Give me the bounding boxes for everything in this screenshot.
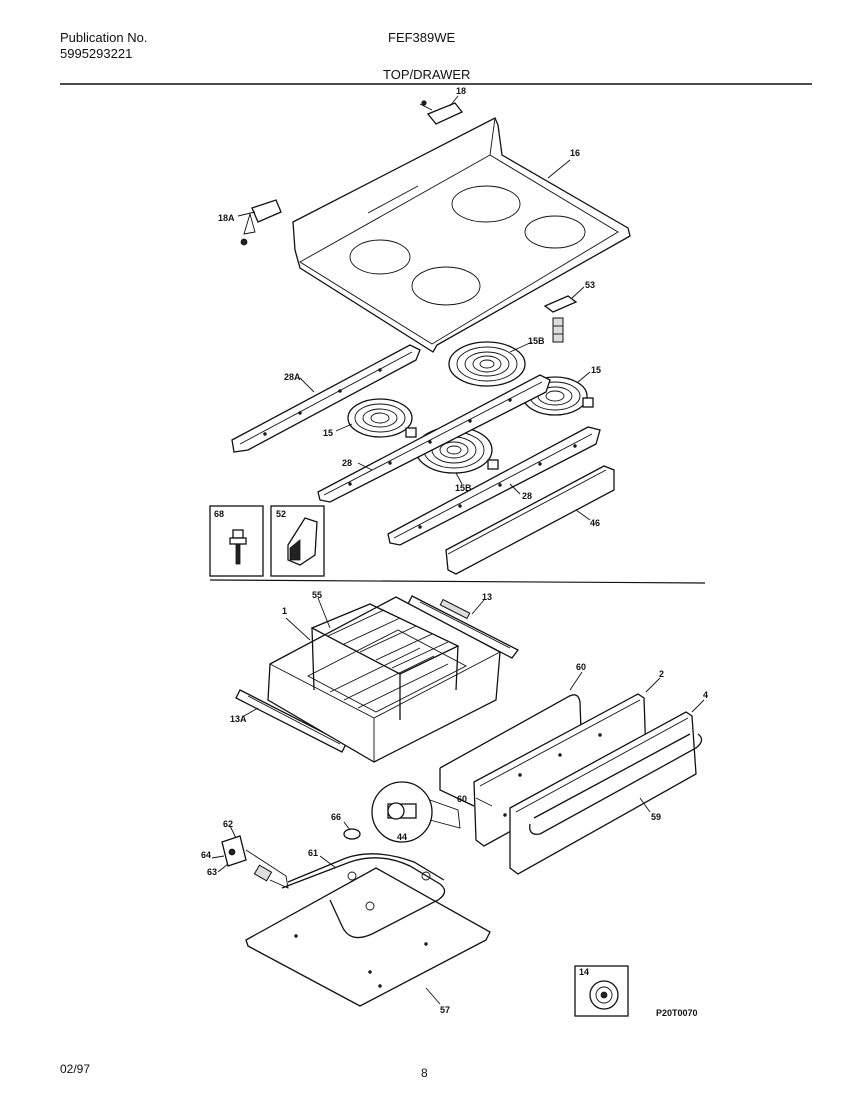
callout-53: 53 bbox=[585, 280, 595, 290]
drawer-bottom-57 bbox=[245, 867, 491, 1007]
callout-62: 62 bbox=[223, 819, 233, 829]
callout-15-right: 15 bbox=[591, 365, 601, 375]
callout-60-top: 60 bbox=[576, 662, 586, 672]
page-number: 8 bbox=[421, 1066, 428, 1080]
callout-55: 55 bbox=[312, 590, 322, 600]
section-title: TOP/DRAWER bbox=[383, 67, 471, 82]
inset-68-box bbox=[209, 505, 264, 577]
callout-28a: 28A bbox=[284, 372, 301, 382]
drawing-code: P20T0070 bbox=[656, 1008, 698, 1018]
cooktop-assembly bbox=[292, 117, 631, 353]
drawer-slide-13 bbox=[407, 595, 519, 659]
bracket-18 bbox=[419, 100, 464, 125]
callout-46: 46 bbox=[590, 518, 600, 528]
foot-14 bbox=[589, 980, 619, 1010]
surface-element-15-left bbox=[347, 398, 417, 438]
callout-63: 63 bbox=[207, 867, 217, 877]
callout-44: 44 bbox=[397, 832, 407, 842]
bracket-18a bbox=[240, 199, 282, 246]
heating-element-61 bbox=[281, 853, 446, 939]
footer-date: 02/97 bbox=[60, 1062, 91, 1076]
callout-1: 1 bbox=[282, 606, 287, 616]
publication-number: 5995293221 bbox=[60, 46, 133, 61]
callout-28-right: 28 bbox=[522, 491, 532, 501]
door-gasket-60 bbox=[439, 694, 583, 807]
section-divider bbox=[209, 579, 706, 584]
trim-46 bbox=[445, 465, 615, 575]
screw-68 bbox=[229, 529, 247, 565]
inset-44-roller bbox=[371, 781, 461, 843]
callout-14: 14 bbox=[579, 967, 589, 977]
bracket-53 bbox=[543, 295, 578, 343]
callout-16: 16 bbox=[570, 148, 580, 158]
callout-18a: 18A bbox=[218, 213, 235, 223]
publication-label: Publication No. bbox=[60, 30, 148, 45]
support-bracket-28-right bbox=[387, 426, 601, 546]
callout-66: 66 bbox=[331, 812, 341, 822]
callout-15-left: 15 bbox=[323, 428, 333, 438]
callout-15b-bottom: 15B bbox=[455, 483, 472, 493]
drawer-front-4 bbox=[509, 711, 703, 875]
terminal-block-62 bbox=[221, 835, 289, 889]
support-bracket-28a bbox=[231, 344, 421, 453]
inset-52-box bbox=[270, 505, 325, 577]
model-number: FEF389WE bbox=[388, 30, 456, 45]
callout-68: 68 bbox=[214, 509, 224, 519]
callout-13: 13 bbox=[482, 592, 492, 602]
surface-element-15b-top bbox=[448, 341, 526, 387]
callout-2: 2 bbox=[659, 669, 664, 679]
grommet-66 bbox=[343, 828, 361, 840]
support-bracket-28-left bbox=[317, 374, 551, 503]
drawer-body-1 bbox=[267, 596, 501, 763]
callout-28-left: 28 bbox=[342, 458, 352, 468]
callout-13a: 13A bbox=[230, 714, 247, 724]
callout-64: 64 bbox=[201, 850, 211, 860]
callout-52-inset: 52 bbox=[276, 509, 286, 519]
callout-18-top: 18 bbox=[456, 86, 466, 96]
callout-4: 4 bbox=[703, 690, 708, 700]
callout-59: 59 bbox=[651, 812, 661, 822]
callout-61: 61 bbox=[308, 848, 318, 858]
callout-60-mid: 60 bbox=[457, 794, 467, 804]
inset-14-box bbox=[574, 965, 629, 1017]
callout-15b-top: 15B bbox=[528, 336, 545, 346]
knob-52 bbox=[287, 517, 318, 566]
broiler-rack-55 bbox=[310, 603, 460, 720]
callout-57: 57 bbox=[440, 1005, 450, 1015]
